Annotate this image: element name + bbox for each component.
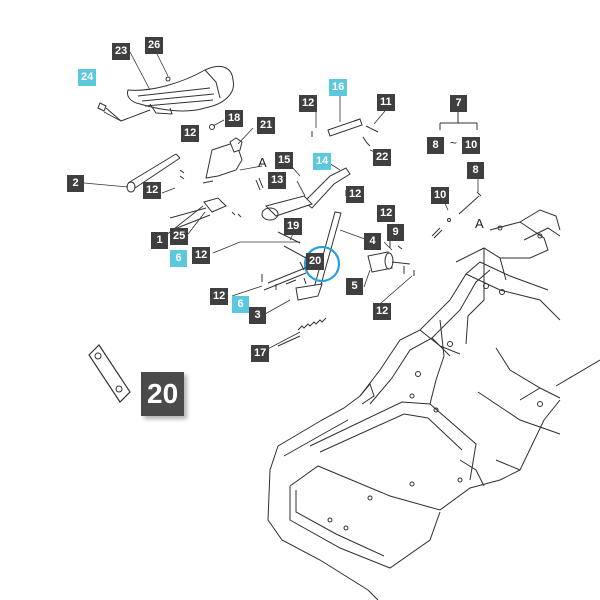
part-label-25: 25 [170, 228, 189, 245]
part-label-12: 12 [377, 205, 396, 222]
clip-part-18 [209, 124, 215, 130]
part-label-8: 8 [427, 137, 444, 154]
part-label-5: 5 [346, 278, 363, 295]
bracket-part-21 [202, 137, 243, 184]
pin-part-8 [458, 191, 482, 215]
part-label-23: 23 [112, 43, 131, 60]
part-label-8: 8 [467, 162, 484, 179]
part-label-2: 2 [67, 175, 84, 192]
part-label-12: 12 [143, 182, 162, 199]
pin-part-5 [367, 251, 415, 276]
reference-letter-refA2: A [475, 216, 484, 231]
shaft-part-16 [311, 118, 379, 147]
callout-part-20-illustration [88, 344, 131, 403]
callout-label-20: 20 [141, 372, 185, 416]
part-label-10: 10 [431, 187, 450, 204]
part-label-7: 7 [450, 95, 467, 112]
shaft-part-3 [263, 261, 311, 291]
part-label-12: 12 [346, 186, 365, 203]
range-tilde: ~ [450, 136, 458, 150]
arm-part-13 [261, 195, 313, 221]
part-label-18: 18 [225, 110, 244, 127]
part-label-26: 26 [145, 37, 164, 54]
part-label-11: 11 [377, 94, 395, 111]
bracket-part-7 [439, 112, 478, 130]
part-label-12: 12 [181, 125, 200, 142]
part-label-15: 15 [275, 152, 294, 169]
part-label-16: 16 [329, 79, 348, 96]
screw-part-24 [97, 102, 151, 122]
part-label-10: 10 [462, 137, 481, 154]
pedal-part-23 [127, 65, 234, 115]
part-label-21: 21 [257, 117, 276, 134]
part-label-24: 24 [78, 69, 97, 86]
part-label-20: 20 [306, 253, 325, 270]
spring-part-17 [277, 317, 327, 347]
part-label-22: 22 [373, 149, 392, 166]
part-label-6: 6 [232, 296, 249, 313]
part-label-4: 4 [364, 233, 381, 250]
part-label-3: 3 [249, 307, 266, 324]
part-label-19: 19 [284, 218, 303, 235]
shaft-part-1 [169, 197, 227, 231]
part-label-9: 9 [387, 224, 404, 241]
spring-part-15 [255, 177, 264, 191]
part-label-14: 14 [313, 153, 332, 170]
part-label-13: 13 [268, 172, 287, 189]
part-label-12: 12 [192, 247, 211, 264]
part-label-1: 1 [151, 232, 168, 249]
lever-part-14 [303, 167, 351, 209]
part-label-12: 12 [299, 95, 318, 112]
part-label-17: 17 [251, 345, 270, 362]
vehicle-frame [267, 209, 600, 600]
pin-part-26 [165, 76, 171, 82]
part-label-12: 12 [210, 288, 229, 305]
reference-letter-refA1: A [258, 155, 267, 170]
part-label-6: 6 [170, 250, 187, 267]
part-label-12: 12 [373, 303, 392, 320]
highlight-circle-part-20 [303, 245, 341, 283]
washer-part-10 [431, 227, 443, 239]
